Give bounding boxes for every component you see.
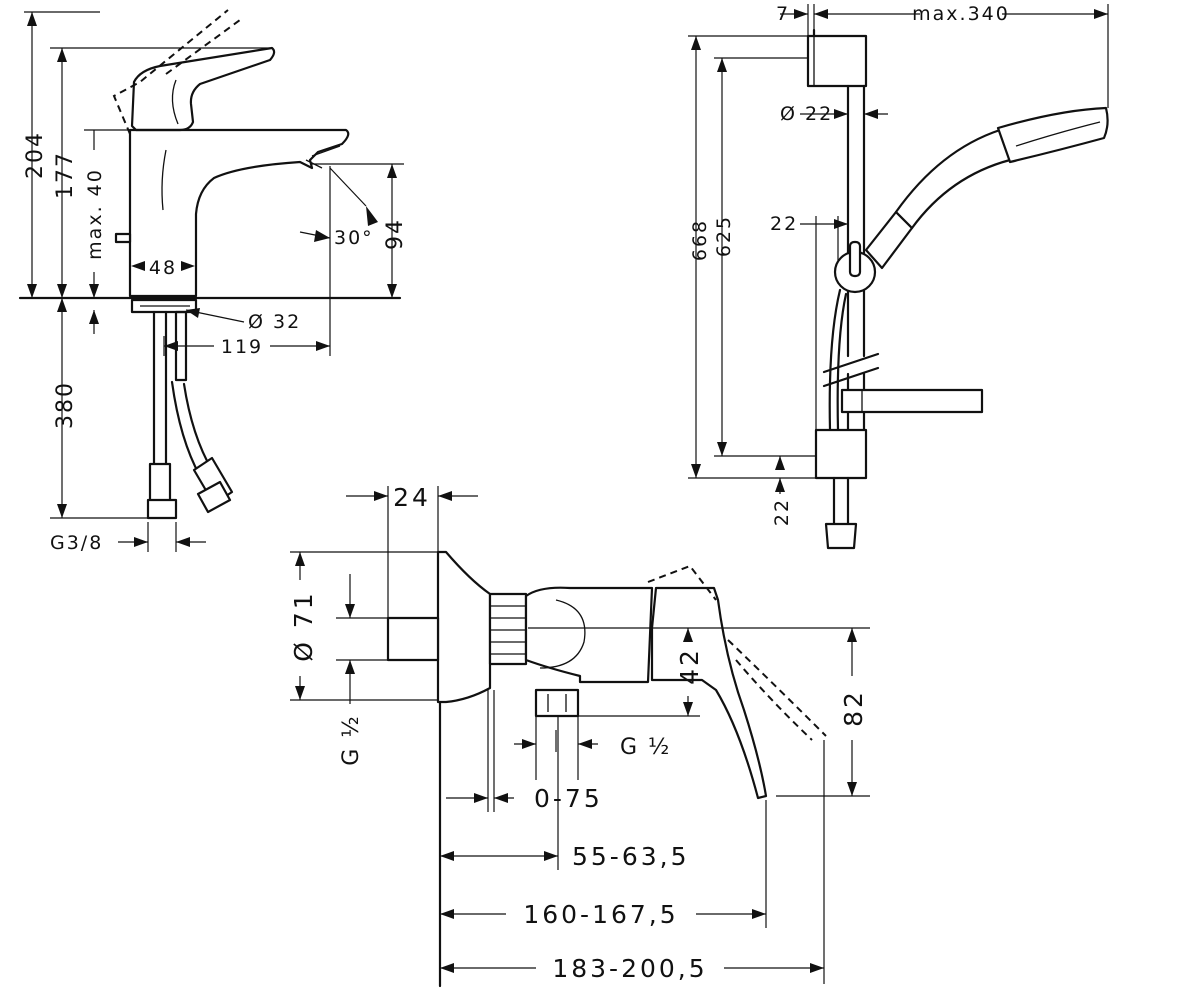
label-bracket-spacing: 625 (713, 215, 735, 257)
rail-end-cap (824, 522, 858, 550)
basin-mixer-body-highlight (161, 149, 167, 211)
shower-mixer-lever (650, 586, 768, 800)
lower-wall-bracket (814, 428, 868, 480)
shower-mixer-dimensions (290, 486, 870, 984)
label-outlet-thread: G ½ (620, 735, 671, 760)
basin-mixer-drawing (18, 9, 402, 520)
label-height-total: 204 (23, 131, 48, 179)
basin-mixer-hose-right-end (196, 480, 232, 514)
basin-mixer-popup-knob (114, 232, 132, 244)
soap-dish (840, 388, 984, 414)
basin-mixer-dimensions (24, 11, 404, 552)
label-rail-diameter: Ø 22 (780, 103, 833, 125)
shower-hose (828, 288, 848, 432)
basin-mixer-hose-left (152, 310, 168, 472)
wall-inlet-stub (386, 616, 440, 662)
label-rail-height: 668 (689, 219, 711, 261)
upper-wall-bracket (806, 34, 868, 88)
label-outlet-offset: 42 (675, 647, 704, 685)
label-wall-offset: 7 (776, 3, 790, 25)
label-escutcheon-diameter: Ø 71 (289, 590, 318, 661)
label-overall-depth: 183-200,5 (552, 954, 707, 983)
label-body-width: 48 (149, 257, 177, 279)
label-bottom-offset: 22 (771, 498, 793, 526)
slider-knob (848, 240, 862, 278)
label-spout-height: 94 (383, 218, 408, 250)
label-height-spout: 177 (53, 151, 78, 199)
shower-mixer-body (524, 586, 654, 684)
basin-mixer-lever (130, 46, 276, 132)
hand-shower-handle (894, 128, 1012, 230)
label-hand-shower-reach: max.340 (912, 3, 1010, 25)
shower-rail-dimensions (688, 4, 1109, 494)
label-hole-diameter: Ø 32 (248, 311, 301, 333)
label-inlet-thread: G ½ (339, 714, 364, 765)
label-spout-angle: 30° (334, 227, 374, 249)
label-lever-clearance: max. 40 (84, 168, 106, 260)
label-lever-drop: 82 (839, 689, 868, 727)
basin-mixer-lever-raised (112, 9, 241, 135)
label-depth-to-lever: 160-167,5 (523, 900, 678, 929)
shower-mixer-lever-raised (647, 564, 827, 741)
label-bracket-offset: 22 (770, 213, 798, 235)
label-escutcheon-depth: 24 (393, 483, 431, 512)
label-hose-length: 380 (53, 381, 78, 429)
label-connection-thread: G3/8 (50, 532, 103, 554)
basin-mixer-body (128, 128, 350, 298)
escutcheon (436, 550, 492, 704)
shower-mixer-drawing (386, 550, 827, 988)
slide-rail (846, 84, 866, 358)
label-wall-adjust: 0-75 (534, 784, 603, 813)
shower-outlet (534, 688, 580, 718)
label-projection: 119 (221, 336, 263, 358)
body-contour (539, 599, 586, 669)
shower-rail-drawing (806, 28, 1109, 550)
basin-mixer-hose-left-nut (148, 462, 172, 506)
basin-mixer-lever-edge (171, 79, 179, 125)
label-body-depth: 55-63,5 (572, 842, 690, 871)
rail-break-mark (822, 352, 880, 388)
rail-end (832, 476, 850, 526)
basin-mixer-hose-left-end (146, 498, 178, 520)
